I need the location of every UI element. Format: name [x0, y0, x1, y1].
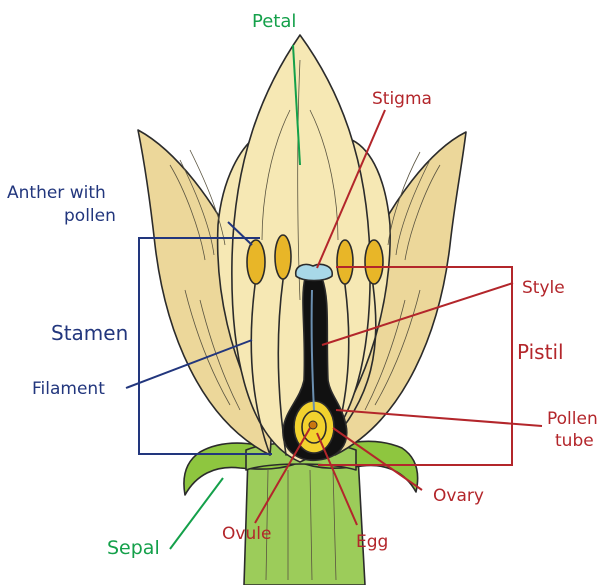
label-egg: Egg: [356, 532, 388, 552]
label-petal: Petal: [252, 11, 296, 32]
label-ovary: Ovary: [433, 486, 484, 506]
label-stamen: Stamen: [51, 321, 128, 345]
label-anther-line1: Anther with: [7, 183, 106, 203]
label-pollen-tube-line1: Pollen: [547, 409, 598, 429]
label-pistil: Pistil: [517, 340, 564, 364]
label-style: Style: [522, 278, 565, 298]
label-anther-line2: pollen: [64, 206, 116, 226]
sepal-leader-line: [170, 478, 223, 549]
label-ovule: Ovule: [222, 524, 271, 544]
stem: [244, 456, 365, 585]
label-filament: Filament: [32, 379, 105, 399]
label-sepal: Sepal: [107, 537, 160, 559]
label-pollen-tube-line2: tube: [555, 431, 594, 451]
label-stigma: Stigma: [372, 89, 432, 109]
